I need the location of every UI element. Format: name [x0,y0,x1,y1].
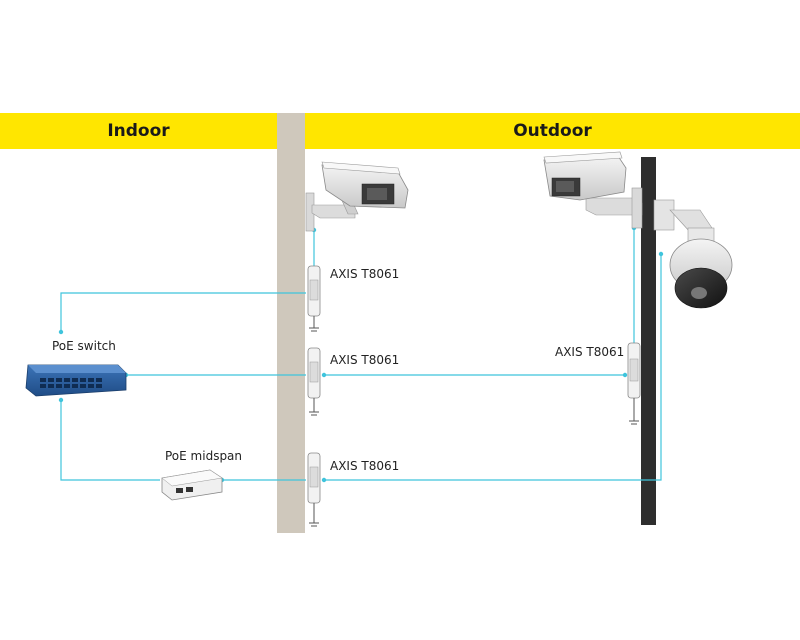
cables [60,228,662,481]
ptz-dome-camera-icon [653,199,733,309]
poe-switch-icon [25,364,127,397]
poe-switch-label: PoE switch [52,339,116,353]
outdoor-banner: Outdoor [305,113,800,149]
protector-top-label: AXIS T8061 [330,267,400,281]
indoor-label: Indoor [107,121,170,141]
outdoor-pole [641,157,656,525]
indoor-banner: Indoor [0,113,277,149]
building-wall [277,113,305,533]
wall-camera-icon [305,161,409,232]
protector-bottom-label: AXIS T8061 [330,459,400,473]
cable-bottom-protector-to-ptz [324,254,662,481]
protector-remote-icon [627,342,641,425]
protector-remote-label: AXIS T8061 [555,345,625,359]
protector-top-icon [307,265,321,332]
poe-midspan-label: PoE midspan [165,449,243,463]
pole-camera-icon [543,151,643,229]
cable-switch-to-top-protector [60,292,306,332]
protector-bottom-icon [307,452,321,527]
protector-middle-label: AXIS T8061 [330,353,400,367]
protector-middle-icon [307,347,321,416]
poe-midspan-icon [161,469,223,501]
cable-switch-to-midspan [60,400,160,481]
outdoor-label: Outdoor [513,121,592,141]
